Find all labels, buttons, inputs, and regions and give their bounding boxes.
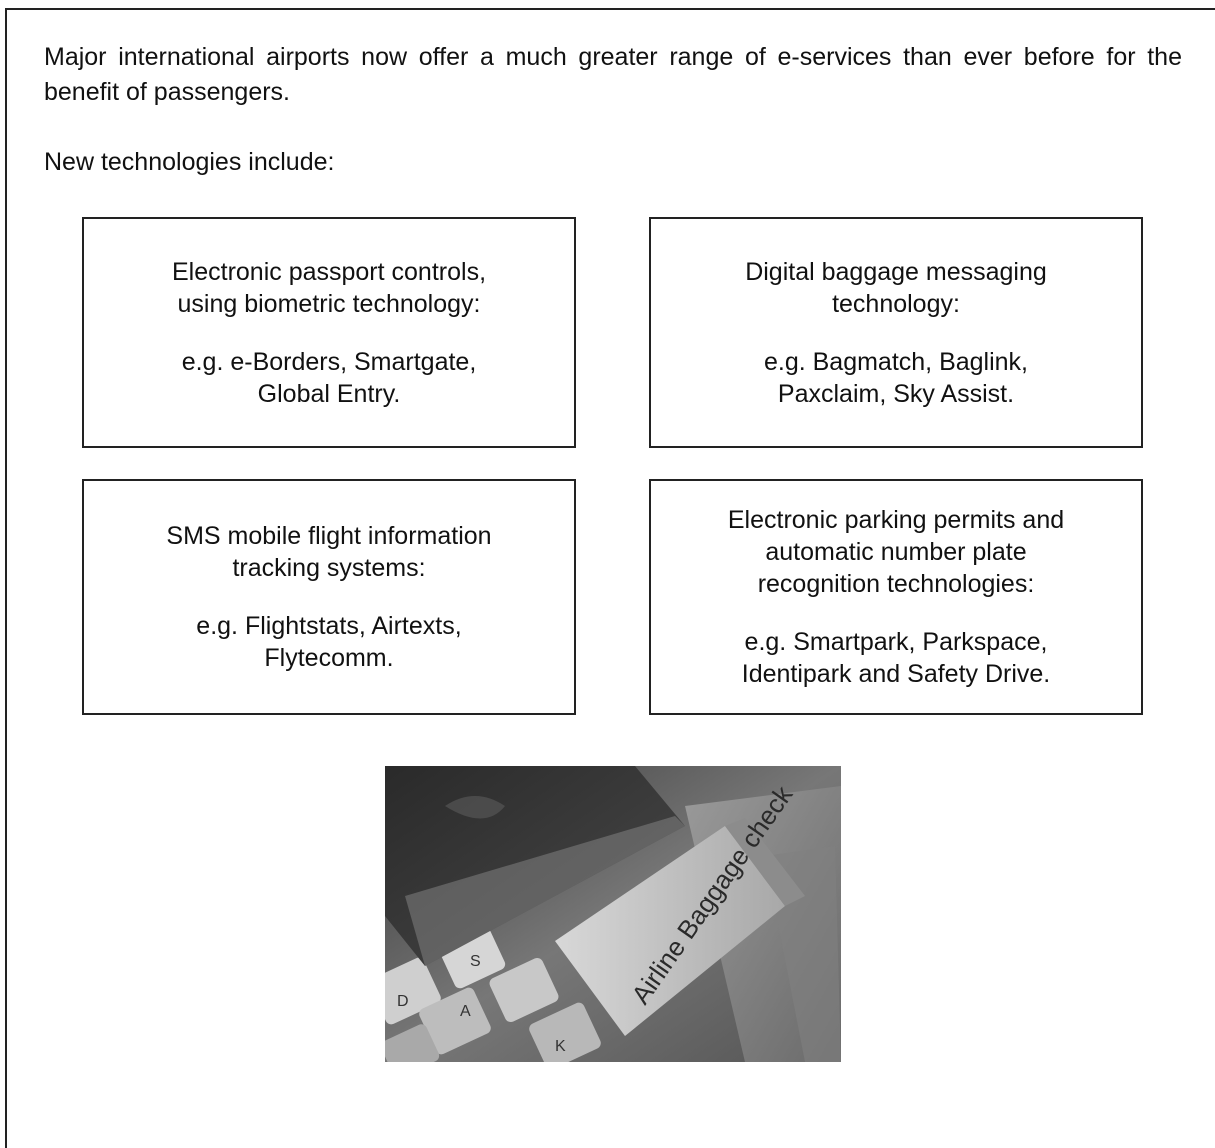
- technology-example-line: e.g. Smartpark, Parkspace,: [744, 628, 1048, 656]
- technology-heading-line: using biometric technology:: [177, 289, 481, 318]
- passport-baggage-photo: Airline Baggage check D S A K: [385, 766, 841, 1062]
- technology-example-line: e.g. Bagmatch, Baglink,: [763, 347, 1029, 376]
- technology-example-line: Global Entry.: [257, 379, 401, 408]
- key-letter: A: [460, 1003, 471, 1020]
- technology-box-baggage: Digital baggage messaging technology: e.…: [649, 217, 1143, 448]
- technology-heading-line: automatic number plate: [765, 538, 1027, 566]
- technology-example-line: e.g. e-Borders, Smartgate,: [181, 347, 477, 376]
- technology-heading-line: tracking systems:: [232, 554, 426, 582]
- technology-box-sms: SMS mobile flight information tracking s…: [82, 479, 576, 715]
- technology-heading-line: Electronic parking permits and: [727, 506, 1065, 534]
- key-letter: K: [555, 1038, 566, 1055]
- technology-box-parking: Electronic parking permits and automatic…: [649, 479, 1143, 715]
- key-letter: S: [470, 953, 481, 970]
- technology-example-line: e.g. Flightstats, Airtexts,: [196, 612, 462, 640]
- technologies-lead: New technologies include:: [44, 148, 335, 176]
- technology-heading-line: Electronic passport controls,: [171, 257, 487, 286]
- technology-example-line: Identipark and Safety Drive.: [741, 660, 1051, 688]
- intro-paragraph: Major international airports now offer a…: [44, 43, 1182, 106]
- technology-heading-line: technology:: [832, 289, 960, 318]
- technology-heading-line: recognition technologies:: [757, 570, 1035, 598]
- technology-heading-line: Digital baggage messaging: [745, 257, 1047, 286]
- technology-box-passport: Electronic passport controls, using biom…: [82, 217, 576, 448]
- key-letter: D: [397, 993, 409, 1010]
- technology-example-line: Paxclaim, Sky Assist.: [777, 379, 1015, 408]
- page-frame: [5, 8, 1215, 1148]
- technology-heading-line: SMS mobile flight information: [166, 522, 492, 550]
- technology-example-line: Flytecomm.: [264, 644, 394, 672]
